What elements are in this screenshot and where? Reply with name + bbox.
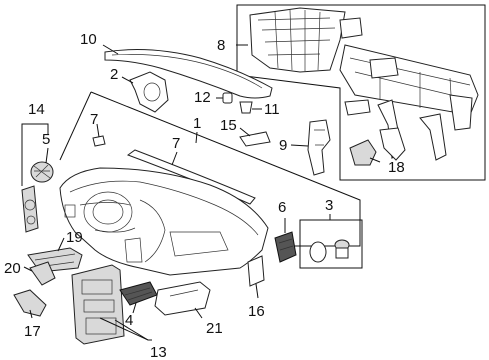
vent-5 (30, 161, 54, 183)
leader-17 (29, 309, 33, 319)
leader-7b (171, 151, 178, 166)
clip-7 (92, 135, 106, 147)
callout-17: 17 (24, 323, 41, 340)
trim-17 (13, 289, 47, 317)
vent-panel-14 (21, 185, 39, 233)
callout-5: 5 (42, 131, 50, 148)
callout-4: 4 (125, 312, 133, 329)
callout-10: 10 (80, 31, 97, 48)
callout-21: 21 (206, 320, 223, 337)
leader-19 (57, 237, 65, 252)
callout-7-clip: 7 (90, 111, 98, 128)
leader-9 (290, 144, 309, 147)
leader-20 (23, 266, 33, 272)
leader-18 (369, 157, 381, 163)
leader-5 (45, 147, 49, 164)
callout-6: 6 (278, 199, 286, 216)
callout-16: 16 (248, 303, 265, 320)
leader-4 (132, 302, 137, 314)
vent-4 (119, 281, 158, 306)
dash-upper-cover (104, 49, 273, 99)
callout-11: 11 (264, 101, 280, 118)
callout-19: 19 (66, 229, 83, 246)
callout-8: 8 (217, 37, 225, 54)
callout-7-strip: 7 (172, 135, 180, 152)
leader-7a (96, 123, 100, 138)
leader-14 (21, 123, 49, 186)
leader-21 (194, 307, 203, 319)
callout-14: 14 (28, 101, 45, 118)
callout-15: 15 (220, 117, 237, 134)
leader-2 (121, 76, 134, 84)
leader-13b (114, 319, 149, 341)
callout-12: 12 (194, 89, 211, 106)
callout-18: 18 (388, 159, 405, 176)
callout-2: 2 (110, 66, 118, 83)
glove-box-21 (154, 281, 211, 316)
switch-box-3 (299, 219, 363, 269)
callout-1: 1 (193, 115, 201, 132)
center-bezel-13 (71, 264, 125, 345)
bracket-20 (29, 261, 56, 286)
instrument-panel (59, 167, 269, 276)
center-duct (129, 71, 169, 113)
clip-12 (222, 92, 233, 104)
vent-6 (274, 231, 297, 263)
cover-16 (247, 255, 265, 287)
leader-15 (239, 127, 251, 137)
leader-1 (195, 131, 198, 144)
callout-13: 13 (150, 344, 167, 360)
bracket-9 (307, 119, 331, 176)
callout-3: 3 (325, 197, 333, 214)
panel-15 (239, 131, 271, 147)
reinforcement-beam (249, 7, 479, 166)
callout-9: 9 (279, 137, 287, 154)
leader-10 (102, 44, 119, 55)
callout-20: 20 (4, 260, 21, 277)
clip-11 (239, 101, 253, 114)
leader-16 (255, 283, 259, 299)
